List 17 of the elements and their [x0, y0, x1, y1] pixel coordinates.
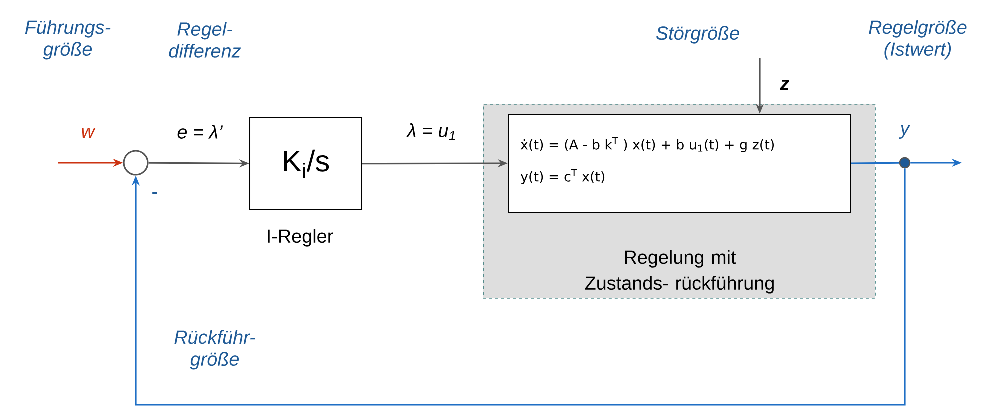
- signal-name: Regelgröße (Istwert): [869, 20, 967, 60]
- block-caption: I-Regler: [268, 229, 334, 247]
- controller-box: K$_{i}$/s: [250, 118, 362, 210]
- branch-point: [899, 157, 911, 169]
- edge-label: λ = u$_{1}$: [406, 122, 458, 142]
- signal-name: Rückführ- größe: [174, 330, 256, 370]
- signal-label: y: [899, 125, 911, 139]
- edge-label: w: [80, 127, 96, 139]
- arrow: [132, 168, 906, 406]
- summing-junction: [123, 150, 149, 176]
- signal-name: Störgröße: [656, 26, 740, 44]
- edge-label: e = λ’: [176, 124, 224, 140]
- minus-sign: -: [152, 192, 158, 194]
- signal-name: Führungs- größe: [25, 20, 111, 60]
- edge-label: z: [779, 79, 791, 91]
- equation-box: ẋ(t) = (A - b k$^{T}$ ) x(t) + b u$_{1}$(t) + g z(t) y(t) = c$^{T}$ x(t): [508, 114, 851, 213]
- signal-name: Regel- differenz: [169, 22, 242, 58]
